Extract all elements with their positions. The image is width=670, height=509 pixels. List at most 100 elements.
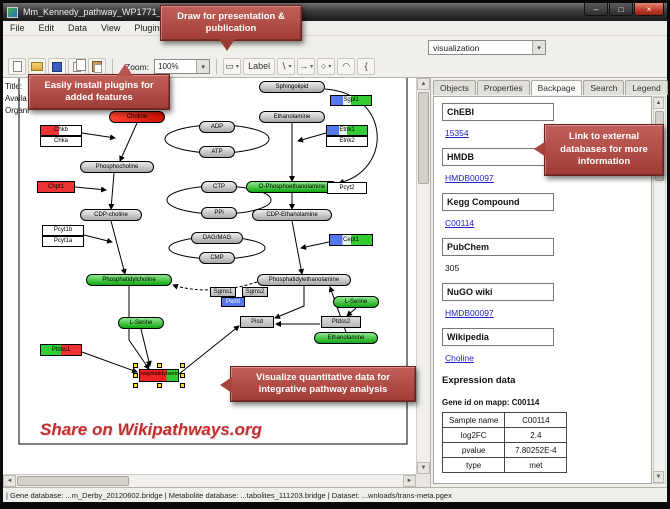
menu-view[interactable]: View [101,23,121,33]
visualization-value: visualization [433,42,480,53]
pathway-node-cept1[interactable]: Cept1 [329,234,373,246]
shape-tool[interactable]: ○▾ [317,58,336,75]
pathway-node-pcyt2[interactable]: Pcyt2 [327,182,367,194]
brace-tool[interactable]: { [357,58,376,75]
tab-objects[interactable]: Objects [433,80,476,95]
backpage-value-kegg-compound[interactable]: C00114 [445,218,475,228]
scroll-down-icon[interactable]: ▼ [417,462,430,474]
title-bar[interactable]: Mm_Kennedy_pathway_WP1771_45176.gp... – … [3,3,667,21]
backpage-value-wikipedia[interactable]: Choline [445,353,474,363]
pathway-node-ppi[interactable]: PPi [201,207,237,219]
pathway-node-etnk1[interactable]: Etnk1 [326,124,368,136]
pathway-node-pisd[interactable]: Pisd [240,316,274,328]
visualization-select[interactable]: visualization ▾ [428,40,546,55]
pathway-node-phosphatidylserine[interactable]: Phosphatidylserine [139,368,179,382]
datanode-tool[interactable]: ▭▾ [223,58,242,75]
pathway-node-adp[interactable]: ADP [199,121,235,133]
pathway-edge [83,234,113,244]
pathway-node-chpt1[interactable]: Chpt1 [37,181,75,193]
vertical-scrollbar-thumb[interactable] [418,92,429,184]
selection-handle[interactable] [157,382,162,388]
pathway-node-phosphocholine[interactable]: Phosphocholine [80,161,154,173]
tab-backpage[interactable]: Backpage [530,80,583,95]
selection-handle[interactable] [133,373,138,378]
pathway-node-phosphatidylethanolamine[interactable]: Phosphatidylethanolamine [257,274,351,286]
menu-plugins[interactable]: Plugins [134,23,164,33]
chevron-down-icon[interactable]: ▾ [196,60,210,73]
pathway-node-choline[interactable]: Choline [109,111,165,123]
paste-button[interactable] [88,58,106,75]
zoom-select[interactable]: 100%▾ [154,59,211,74]
tab-search[interactable]: Search [583,80,625,95]
arc-tool[interactable]: ◠ [337,58,356,75]
datanode-tool-icon: ▭ [225,61,234,71]
pathway-node-ethanolamine[interactable]: Ethanolamine [259,111,325,123]
scroll-up-icon[interactable]: ▲ [653,97,664,109]
label-tool[interactable]: Label [243,58,276,75]
arrow-tool[interactable]: →▾ [297,58,316,75]
pathway-node-sgms1[interactable]: Sgms1 [210,287,236,297]
pathway-node-ctp[interactable]: CTP [201,181,237,193]
save-button[interactable] [48,58,66,75]
scroll-left-icon[interactable]: ◄ [3,475,16,487]
pathway-node-cdp-choline[interactable]: CDP-choline [80,209,142,221]
menu-data[interactable]: Data [68,23,88,33]
horizontal-scrollbar-thumb[interactable] [17,476,129,486]
scroll-down-icon[interactable]: ▼ [653,471,664,483]
pathway-node-pcyt1b[interactable]: Pcyt1b [42,224,84,236]
pathway-node-sphingolipid[interactable]: Sphingolipid [259,81,325,93]
pathway-node-pemt[interactable]: Pemt [221,297,245,307]
selection-handle[interactable] [133,362,138,368]
scroll-right-icon[interactable]: ► [403,475,416,487]
minimize-button[interactable]: – [584,3,608,16]
backpage-value-hmdb[interactable]: HMDB00097 [445,173,494,183]
pathway-node-cmp[interactable]: CMP [199,252,235,264]
pathway-node-sgms2[interactable]: Sgms2 [242,287,268,297]
pathway-node-atp[interactable]: ATP [199,146,235,158]
pathway-edge [110,220,127,275]
pathway-node-l-serine[interactable]: L-Serine [118,317,164,329]
selection-handle[interactable] [180,373,185,378]
selection-handle[interactable] [133,382,138,388]
pathway-node-ptdss2[interactable]: Ptdss2 [321,316,361,328]
backpage-value-chebi[interactable]: 15354 [445,128,469,138]
copy-button[interactable] [68,58,86,75]
pathway-edge [81,351,138,374]
tab-properties[interactable]: Properties [476,80,530,95]
new-button[interactable] [8,58,26,75]
selection-handle[interactable] [157,362,162,368]
pathway-node-sgpl1[interactable]: Sgpl1 [330,94,372,106]
pathway-node-o-phosphoethanolamine[interactable]: O-Phosphoethanolamine [246,181,338,193]
menu-edit[interactable]: Edit [38,23,55,33]
menu-file[interactable]: File [10,23,25,33]
pathway-node-chka[interactable]: Chka [40,135,82,147]
chevron-down-icon[interactable]: ▾ [532,41,545,54]
horizontal-scrollbar[interactable]: ◄ ► [3,474,416,487]
arrow-tool-icon: → [299,61,309,71]
pathway-node-chkb[interactable]: Chkb [40,124,82,136]
app-icon [7,6,18,18]
selection-handle[interactable] [180,382,185,388]
line-tool[interactable]: ∖▾ [277,58,296,75]
selection-handle[interactable] [180,362,185,368]
pathway-node-phosphatidylcholine[interactable]: Phosphatidylcholine [86,274,172,286]
tab-legend[interactable]: Legend [625,80,668,95]
close-button[interactable]: × [634,3,664,16]
backpage-value-nugo-wiki[interactable]: HMDB00097 [445,308,494,318]
scroll-up-icon[interactable]: ▲ [417,78,430,90]
pathway-node-pcyt1a[interactable]: Pcyt1a [42,235,84,247]
pathway-node-ptdss1[interactable]: Ptdss1 [40,344,82,356]
vertical-scrollbar[interactable]: ▲ ▼ [416,78,430,474]
pathway-node-cdp-ethanolamine[interactable]: CDP-Ethanolamine [252,209,332,221]
pathway-node-l-serine[interactable]: L-Serine [333,296,379,308]
pathway-node-ethanolamine[interactable]: Ethanolamine [314,332,378,344]
pathway-node-etnk2[interactable]: Etnk2 [326,135,368,147]
expression-table-cell: 7.80252E-4 [504,442,568,458]
backpage-header-nugo-wiki: NuGO wiki [442,283,554,301]
pathway-node-dag-mag[interactable]: DAG/MAG [191,232,243,244]
maximize-button[interactable]: □ [609,3,633,16]
open-button[interactable] [28,58,46,75]
